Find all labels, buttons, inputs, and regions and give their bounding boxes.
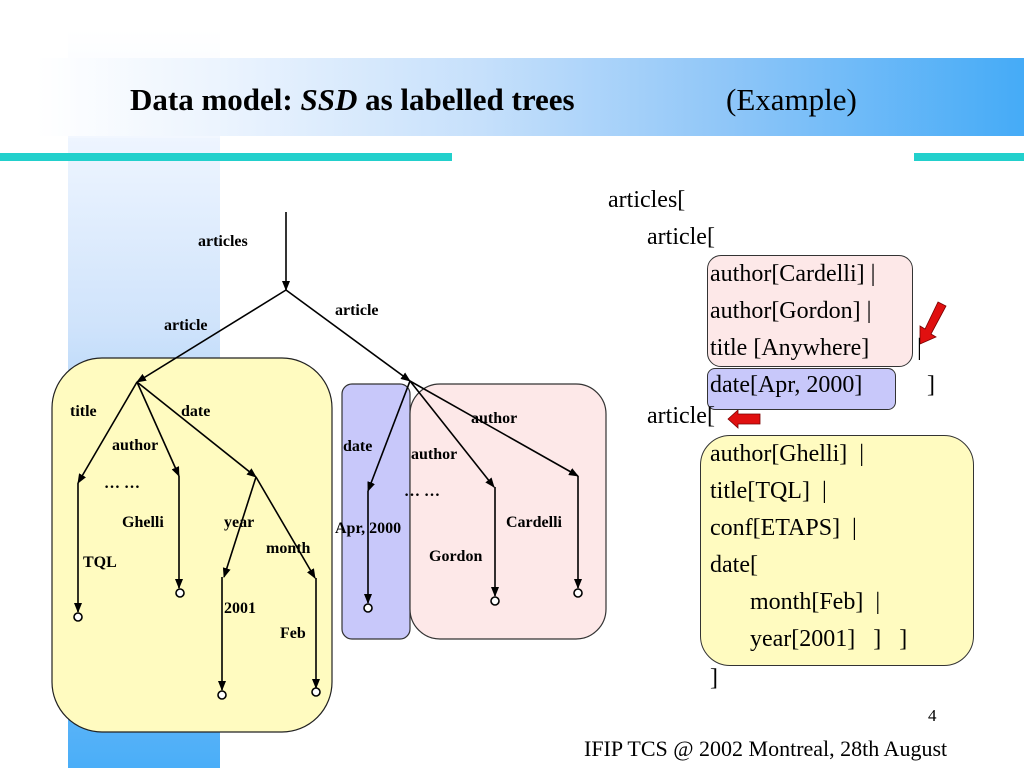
value-feb: Feb (280, 625, 306, 642)
code-line: ] (927, 372, 935, 398)
edge-article-left (136, 289, 287, 383)
code-line: date[ (710, 552, 758, 578)
value-cardelli: Cardelli (506, 514, 563, 531)
code-line: title[TQL] | (710, 478, 827, 504)
ellipsis-right: … … (404, 483, 440, 500)
code-line: ] (710, 665, 718, 691)
edge-date-right (367, 380, 411, 492)
code-line: article[ (647, 403, 715, 429)
code-highlight-pink (707, 255, 913, 367)
ellipsis-left: … … (104, 475, 140, 492)
leaf-node (175, 588, 185, 598)
accent-rule-left (0, 153, 452, 161)
blue-region (341, 383, 411, 640)
leaf-node (217, 690, 227, 700)
label-author-left: author (112, 437, 158, 454)
title-bold: Data model: (130, 82, 301, 117)
leaf-node (311, 687, 321, 697)
code-line: author[Ghelli] | (710, 441, 865, 467)
label-title: title (70, 403, 97, 420)
code-line: author[Cardelli] | (710, 261, 876, 287)
code-line: month[Feb] | (750, 589, 881, 615)
label-date-right: date (343, 438, 372, 455)
value-ghelli: Ghelli (122, 514, 164, 531)
code-line: article[ (647, 224, 715, 250)
edge-date-left (136, 381, 257, 478)
value-apr2000: Apr, 2000 (335, 520, 401, 537)
value-2001: 2001 (224, 600, 256, 617)
red-arrow-down-left-icon (919, 301, 947, 345)
code-highlight-yellow (700, 435, 974, 666)
label-year: year (224, 514, 254, 531)
edge-article-right (285, 289, 411, 382)
accent-rule-right (914, 153, 1024, 161)
label-date-left: date (181, 403, 210, 420)
leaf-node (363, 603, 373, 613)
code-line: date[Apr, 2000] (710, 372, 863, 398)
footer-text: IFIP TCS @ 2002 Montreal, 28th August (584, 736, 948, 761)
pink-region (409, 383, 607, 640)
edge-title (77, 381, 138, 484)
code-line: | (917, 335, 922, 361)
leaf-node (573, 588, 583, 598)
slide-title: Data model: SSD as labelled trees (130, 82, 575, 118)
title-example: (Example) (726, 82, 857, 117)
value-tql: TQL (83, 554, 117, 571)
edge-year (222, 476, 257, 578)
edge-month (255, 476, 316, 579)
label-author-right: author (471, 410, 517, 427)
leaf-node (73, 612, 83, 622)
edge-author-right (409, 380, 579, 477)
code-line: articles[ (608, 187, 686, 213)
code-line: conf[ETAPS] | (710, 515, 857, 541)
title-rest: as labelled trees (357, 82, 575, 117)
label-articles: articles (198, 233, 248, 250)
title-italic: SSD (300, 82, 358, 117)
code-line: title [Anywhere] (710, 335, 870, 361)
leaf-node (490, 596, 500, 606)
page-number: 4 (928, 706, 937, 725)
label-article-right: article (335, 302, 379, 319)
label-article-left: article (164, 317, 208, 334)
label-author-mid: author (411, 446, 457, 463)
title-band (36, 58, 1024, 136)
code-line: year[2001] ] ] (750, 626, 908, 652)
edge-author-left (136, 381, 180, 477)
yellow-region (51, 357, 333, 733)
code-highlight-blue (707, 368, 896, 410)
edge-author-mid (409, 380, 495, 488)
red-arrow-left-icon (727, 409, 761, 429)
label-month: month (266, 540, 311, 557)
value-gordon: Gordon (429, 548, 482, 565)
code-line: author[Gordon] | (710, 298, 872, 324)
